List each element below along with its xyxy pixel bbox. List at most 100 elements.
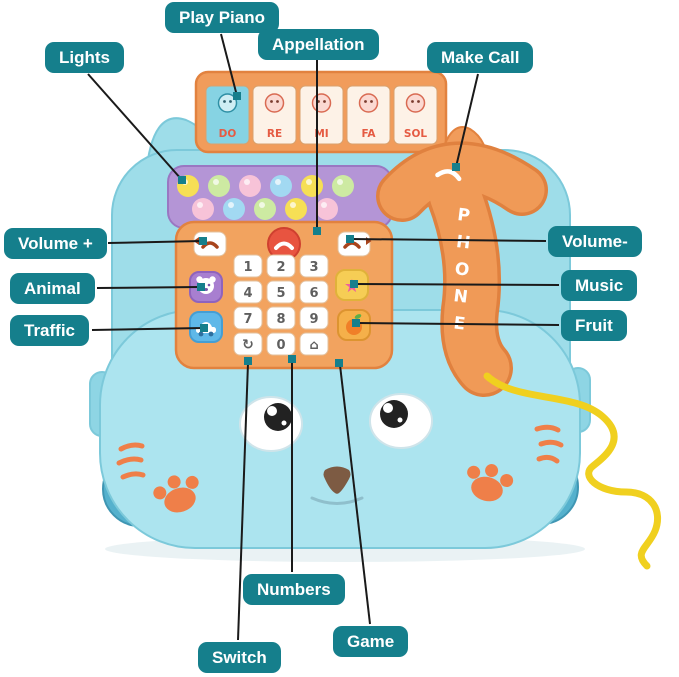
piano-key-do: DO — [205, 85, 250, 145]
light-ball — [332, 175, 354, 197]
game-marker — [335, 359, 343, 367]
volume-minus-button — [337, 231, 372, 257]
animal-button — [189, 271, 223, 303]
lights-marker — [178, 176, 186, 184]
right-paw-print — [467, 464, 514, 502]
piano-panel: DO RE MI FA SOL — [194, 70, 448, 154]
handset-down-icon — [201, 241, 219, 249]
animal-marker — [197, 283, 205, 291]
light-ball — [208, 175, 230, 197]
label-lights: Lights — [45, 42, 124, 73]
light-ball — [285, 198, 307, 220]
svg-text:SOL: SOL — [404, 128, 427, 140]
svg-text:4: 4 — [243, 286, 252, 301]
traffic-line — [91, 327, 204, 331]
switch-icon: ↻ — [242, 337, 254, 353]
switch-marker — [244, 357, 252, 365]
svg-text:H: H — [455, 232, 472, 254]
svg-text:9: 9 — [309, 312, 318, 327]
volume-plus-marker — [199, 237, 207, 245]
label-make-call: Make Call — [427, 42, 534, 73]
light-ball — [239, 175, 261, 197]
piano-key-fa: FA — [346, 85, 391, 145]
label-fruit: Fruit — [561, 310, 627, 341]
svg-text:6: 6 — [309, 286, 318, 301]
owl-icon — [217, 93, 238, 113]
play-piano-line — [220, 33, 238, 97]
keypad-panel: ★ 1 2 3 4 5 6 7 8 9 ↻ 0 ⌂ — [174, 220, 394, 370]
label-music: Music — [561, 270, 638, 301]
svg-text:DO: DO — [219, 128, 237, 140]
game-key — [299, 332, 329, 356]
switch-line — [237, 362, 249, 641]
svg-text:0: 0 — [276, 338, 285, 353]
phone-cord — [483, 372, 662, 570]
svg-text:RE: RE — [267, 128, 282, 140]
left-paw-print — [153, 475, 199, 513]
volume-minus-marker — [346, 235, 354, 243]
light-ball — [192, 198, 214, 220]
label-play-piano: Play Piano — [165, 2, 279, 33]
music-line — [354, 283, 560, 286]
left-claw-marks — [116, 442, 146, 480]
label-animal: Animal — [10, 273, 95, 304]
piano-key-sol: SOL — [393, 85, 438, 145]
light-ball — [254, 198, 276, 220]
svg-text:O: O — [454, 259, 471, 281]
label-volume-plus: Volume + — [4, 228, 107, 259]
light-balls-row-2 — [192, 198, 338, 220]
toy-face — [116, 393, 564, 513]
game-icon: ⌂ — [309, 338, 318, 353]
handset-phone-icon — [435, 169, 462, 182]
lights-panel — [167, 165, 393, 229]
animal-line — [96, 286, 201, 289]
annotation-lines — [87, 33, 560, 641]
piano-key-mi: MI — [299, 85, 344, 145]
puppy-icon — [405, 93, 426, 113]
lights-line — [87, 73, 183, 181]
volume-plus-line — [107, 240, 203, 244]
fruit-marker — [352, 319, 360, 327]
label-switch: Switch — [198, 642, 281, 673]
number-keys: 1 2 3 4 5 6 7 8 9 ↻ 0 ⌂ — [233, 254, 329, 356]
make-call-marker — [452, 163, 460, 171]
fruit-line — [356, 322, 560, 326]
appellation-marker — [313, 227, 321, 235]
label-appellation: Appellation — [258, 29, 379, 60]
play-piano-marker — [233, 92, 241, 100]
monkey-icon — [311, 93, 332, 113]
label-game: Game — [333, 626, 409, 657]
svg-text:P: P — [456, 205, 471, 226]
numbers-marker — [288, 355, 296, 363]
game-line — [339, 364, 371, 625]
volume-minus-line — [350, 238, 547, 242]
make-call-line — [455, 73, 479, 168]
svg-text:FA: FA — [361, 128, 376, 140]
traffic-marker — [200, 324, 208, 332]
light-ball — [270, 175, 292, 197]
volume-plus-button — [193, 231, 227, 257]
music-marker — [350, 280, 358, 288]
svg-text:N: N — [452, 286, 469, 308]
nose — [323, 466, 351, 494]
svg-text:3: 3 — [309, 260, 318, 275]
chick-icon — [358, 93, 379, 113]
label-traffic: Traffic — [10, 315, 90, 346]
light-ball — [316, 198, 338, 220]
svg-text:8: 8 — [276, 312, 285, 327]
svg-text:1: 1 — [243, 260, 252, 275]
piano-key-re: RE — [252, 85, 297, 145]
handset-icon — [274, 241, 294, 250]
light-ball — [301, 175, 323, 197]
frog-icon — [264, 93, 285, 113]
svg-text:7: 7 — [243, 312, 252, 327]
svg-text:2: 2 — [276, 260, 285, 275]
zero-key — [266, 332, 296, 356]
target-markers — [178, 92, 460, 367]
light-ball — [223, 198, 245, 220]
svg-text:5: 5 — [276, 286, 285, 301]
label-numbers: Numbers — [243, 574, 345, 605]
label-volume-minus: Volume- — [548, 226, 642, 257]
